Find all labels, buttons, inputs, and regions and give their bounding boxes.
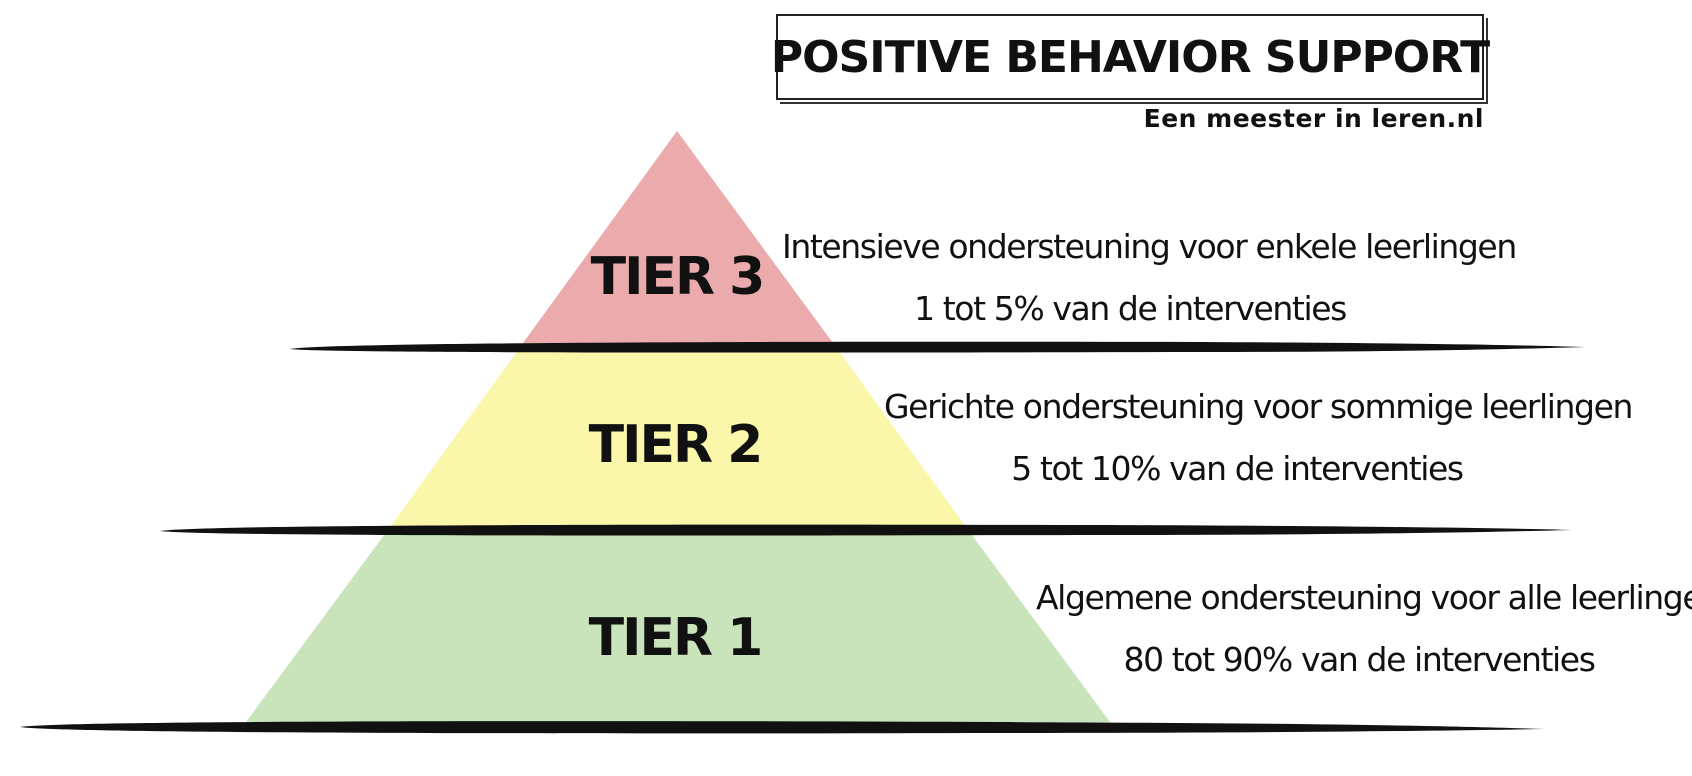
tier-2-percentage: 5 tot 10% van de interventies xyxy=(1011,449,1464,488)
tier-1-segment xyxy=(246,527,1110,722)
tier-3-segment xyxy=(523,131,833,343)
diagram-subtitle: Een meester in leren.nl xyxy=(1143,104,1484,133)
tier-1-description-block: Algemene ondersteuning voor alle leerlin… xyxy=(1036,567,1692,691)
tier-2-label: TIER 2 xyxy=(588,415,764,475)
divider-line-top xyxy=(290,341,1585,353)
tier-2-description: Gerichte ondersteuning voor sommige leer… xyxy=(884,387,1633,426)
tier-3-description-block: Intensieve ondersteuning voor enkele lee… xyxy=(782,216,1517,340)
tier-3-label: TIER 3 xyxy=(590,247,766,307)
tier-3-percentage: 1 tot 5% van de interventies xyxy=(914,289,1347,328)
tier-3-description: Intensieve ondersteuning voor enkele lee… xyxy=(782,227,1517,266)
tier-1-label: TIER 1 xyxy=(588,608,764,668)
title-box: POSITIVE BEHAVIOR SUPPORT xyxy=(771,14,1490,100)
tier-1-description: Algemene ondersteuning voor alle leerlin… xyxy=(1036,578,1692,617)
diagram-title: POSITIVE BEHAVIOR SUPPORT xyxy=(770,31,1490,83)
divider-line-bottom xyxy=(20,721,1545,734)
tier-1-percentage: 80 tot 90% van de interventies xyxy=(1123,640,1595,679)
tier-2-segment xyxy=(390,343,966,527)
divider-line-middle xyxy=(160,524,1572,536)
tier-2-description-block: Gerichte ondersteuning voor sommige leer… xyxy=(884,376,1633,500)
